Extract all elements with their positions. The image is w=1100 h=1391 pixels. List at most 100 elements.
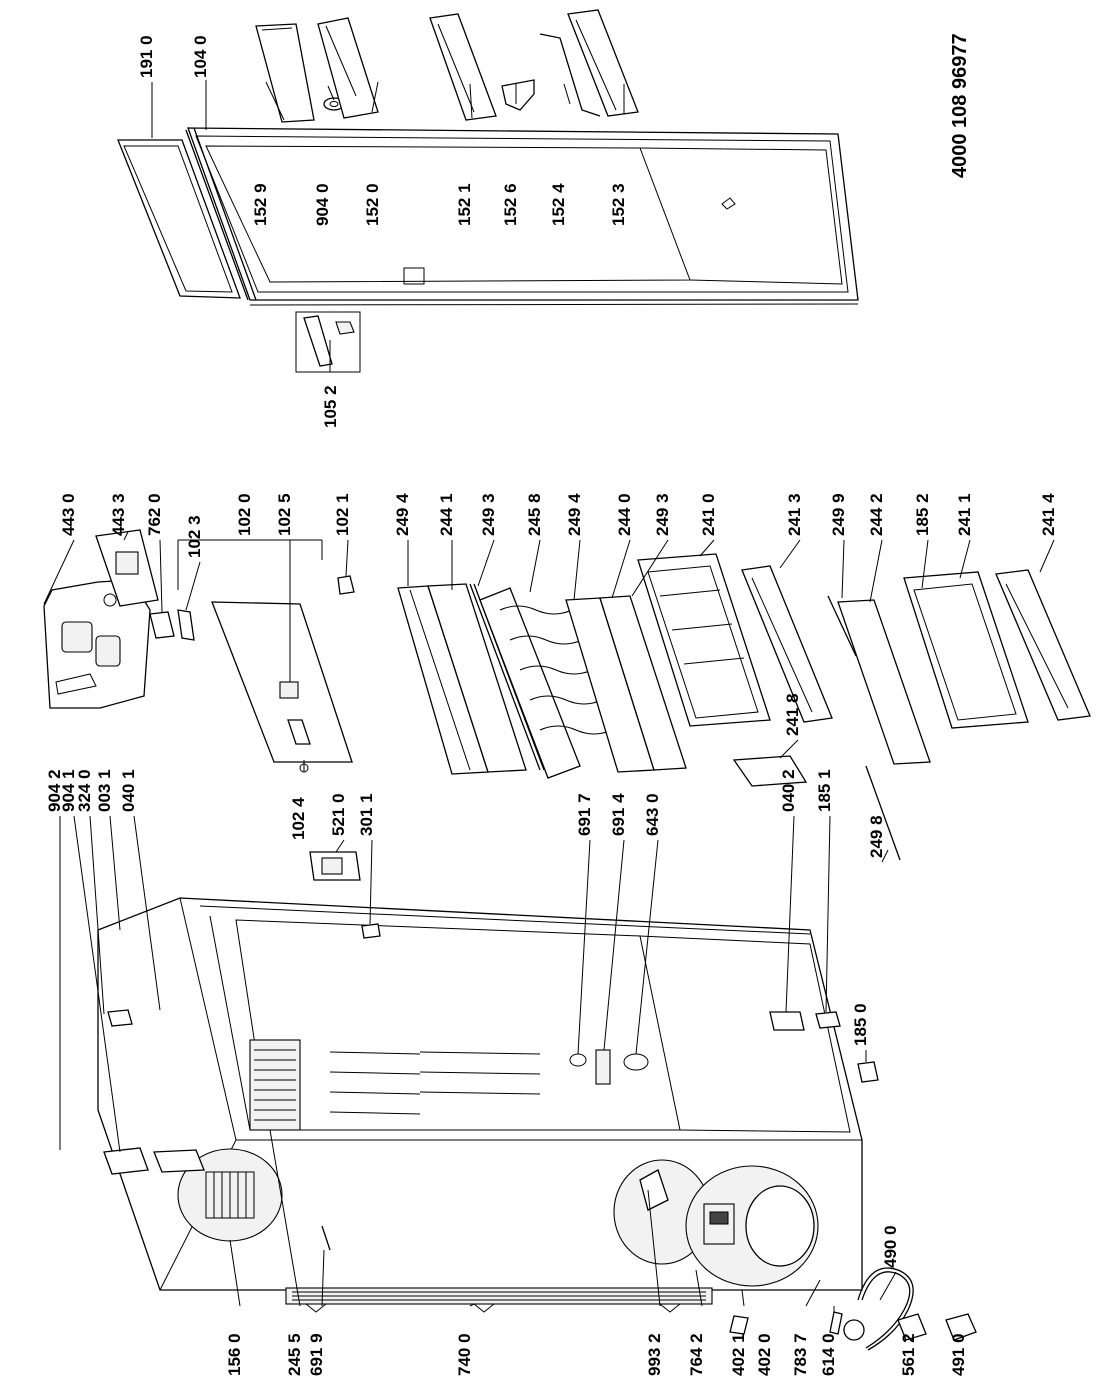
label-904-0: 904 0	[313, 183, 332, 226]
control-cover-443-3	[95, 529, 159, 607]
part-102-1	[337, 575, 355, 595]
door-rod-152-4	[539, 33, 601, 117]
label-152-0: 152 0	[363, 183, 382, 226]
label-241-4: 241 4	[1039, 493, 1058, 536]
label-249-8: 249 8	[867, 815, 886, 858]
label-102-0: 102 0	[235, 493, 254, 536]
label-152-9: 152 9	[251, 183, 270, 226]
label-402-1: 402 1	[729, 1333, 748, 1376]
label-241-8: 241 8	[783, 693, 802, 736]
power-cord-490-0	[857, 1267, 914, 1351]
label-691-4: 691 4	[609, 793, 628, 836]
label-040-1: 040 1	[119, 769, 138, 812]
label-152-6: 152 6	[501, 183, 520, 226]
label-241-1: 241 1	[955, 493, 974, 536]
label-102-4: 102 4	[289, 797, 308, 840]
label-614-0: 614 0	[819, 1333, 838, 1376]
label-783-7: 783 7	[791, 1333, 810, 1376]
door-bin-152-9	[255, 23, 315, 123]
label-993-2: 993 2	[645, 1333, 664, 1376]
drawer-241-0	[637, 553, 771, 727]
rail-249-8	[865, 765, 901, 861]
label-245-5: 245 5	[285, 1333, 304, 1376]
part-762-0	[149, 611, 175, 639]
label-561-2: 561 2	[899, 1333, 918, 1376]
label-102-3: 102 3	[185, 515, 204, 558]
sensor-691-9	[321, 1225, 331, 1251]
flap-102-5	[211, 601, 353, 773]
label-740-0: 740 0	[455, 1333, 474, 1376]
door-bin-152-3	[567, 9, 639, 117]
label-764-2: 764 2	[687, 1333, 706, 1376]
label-301-1: 301 1	[357, 793, 376, 836]
bottom-accessories	[729, 1311, 977, 1341]
label-241-0: 241 0	[699, 493, 718, 536]
compressor-area	[613, 1159, 819, 1287]
label-244-2: 244 2	[867, 493, 886, 536]
label-241-3: 241 3	[785, 493, 804, 536]
label-185-0: 185 0	[851, 1003, 870, 1046]
label-691-9: 691 9	[307, 1333, 326, 1376]
cabinet-assembly	[97, 851, 977, 1351]
cabinet-shelf-supports	[329, 1051, 541, 1115]
label-244-1: 244 1	[437, 493, 456, 536]
shelf-244-2	[837, 599, 931, 765]
label-490-0: 490 0	[881, 1225, 900, 1268]
label-249-4-b: 249 4	[565, 493, 584, 536]
drawer-241-1	[903, 571, 1029, 729]
label-249-3-b: 249 3	[653, 493, 672, 536]
label-402-0: 402 0	[755, 1333, 774, 1376]
wine-rack-245-8	[479, 587, 613, 779]
label-102-1: 102 1	[333, 493, 352, 536]
label-491-0: 491 0	[949, 1333, 968, 1376]
label-185-2: 185 2	[913, 493, 932, 536]
label-152-1: 152 1	[455, 183, 474, 226]
hinge-kit-105-2	[295, 311, 361, 373]
label-105-2: 105 2	[321, 385, 340, 428]
door-gasket	[117, 139, 241, 299]
label-324-0: 324 0	[75, 769, 94, 812]
label-191-0: 191 0	[137, 35, 156, 78]
label-003-1: 003 1	[95, 769, 114, 812]
control-and-flap-group	[43, 529, 355, 773]
label-104-0: 104 0	[191, 35, 210, 78]
document-number: 4000 108 96977	[949, 33, 971, 178]
label-156-0: 156 0	[225, 1333, 244, 1376]
door-assembly	[117, 9, 859, 373]
label-040-2: 040 2	[779, 769, 798, 812]
label-443-0: 443 0	[59, 493, 78, 536]
drawer-front-241-3	[741, 565, 833, 723]
shelf-244-1	[397, 583, 527, 775]
control-box-443-0	[43, 579, 151, 709]
label-249-4-a: 249 4	[393, 493, 412, 536]
condenser-740-0	[285, 1287, 713, 1313]
drawer-lid-241-8	[732, 755, 808, 787]
label-904-2: 904 2	[45, 769, 64, 812]
rail-249-9	[827, 595, 857, 657]
leader-lines	[43, 80, 1055, 1312]
shelf-244-0	[565, 595, 687, 773]
label-249-9: 249 9	[829, 493, 848, 536]
label-643-0: 643 0	[643, 793, 662, 836]
label-244-0: 244 0	[615, 493, 634, 536]
label-904-1: 904 1	[59, 769, 78, 812]
label-185-1: 185 1	[815, 769, 834, 812]
door-bin-152-1	[429, 13, 497, 121]
door-clip-152-6	[501, 79, 535, 111]
label-245-8: 245 8	[525, 493, 544, 536]
label-443-3: 443 3	[109, 493, 128, 536]
label-102-5: 102 5	[275, 493, 294, 536]
evaporator-245-5	[249, 1039, 301, 1131]
door-bin-152-0	[317, 17, 379, 119]
cabinet-side-parts	[103, 851, 879, 1175]
hinge-102-3	[177, 609, 195, 641]
label-691-7: 691 7	[575, 793, 594, 836]
part-labels: 904 2 904 1 324 0 003 1 040 1 521 0 301 …	[45, 33, 1058, 1376]
label-249-3-a: 249 3	[479, 493, 498, 536]
label-152-4: 152 4	[549, 183, 568, 226]
shelves-and-drawers	[397, 553, 1091, 861]
label-521-0: 521 0	[329, 793, 348, 836]
label-762-0: 762 0	[145, 493, 164, 536]
drawer-front-241-4	[995, 569, 1091, 721]
